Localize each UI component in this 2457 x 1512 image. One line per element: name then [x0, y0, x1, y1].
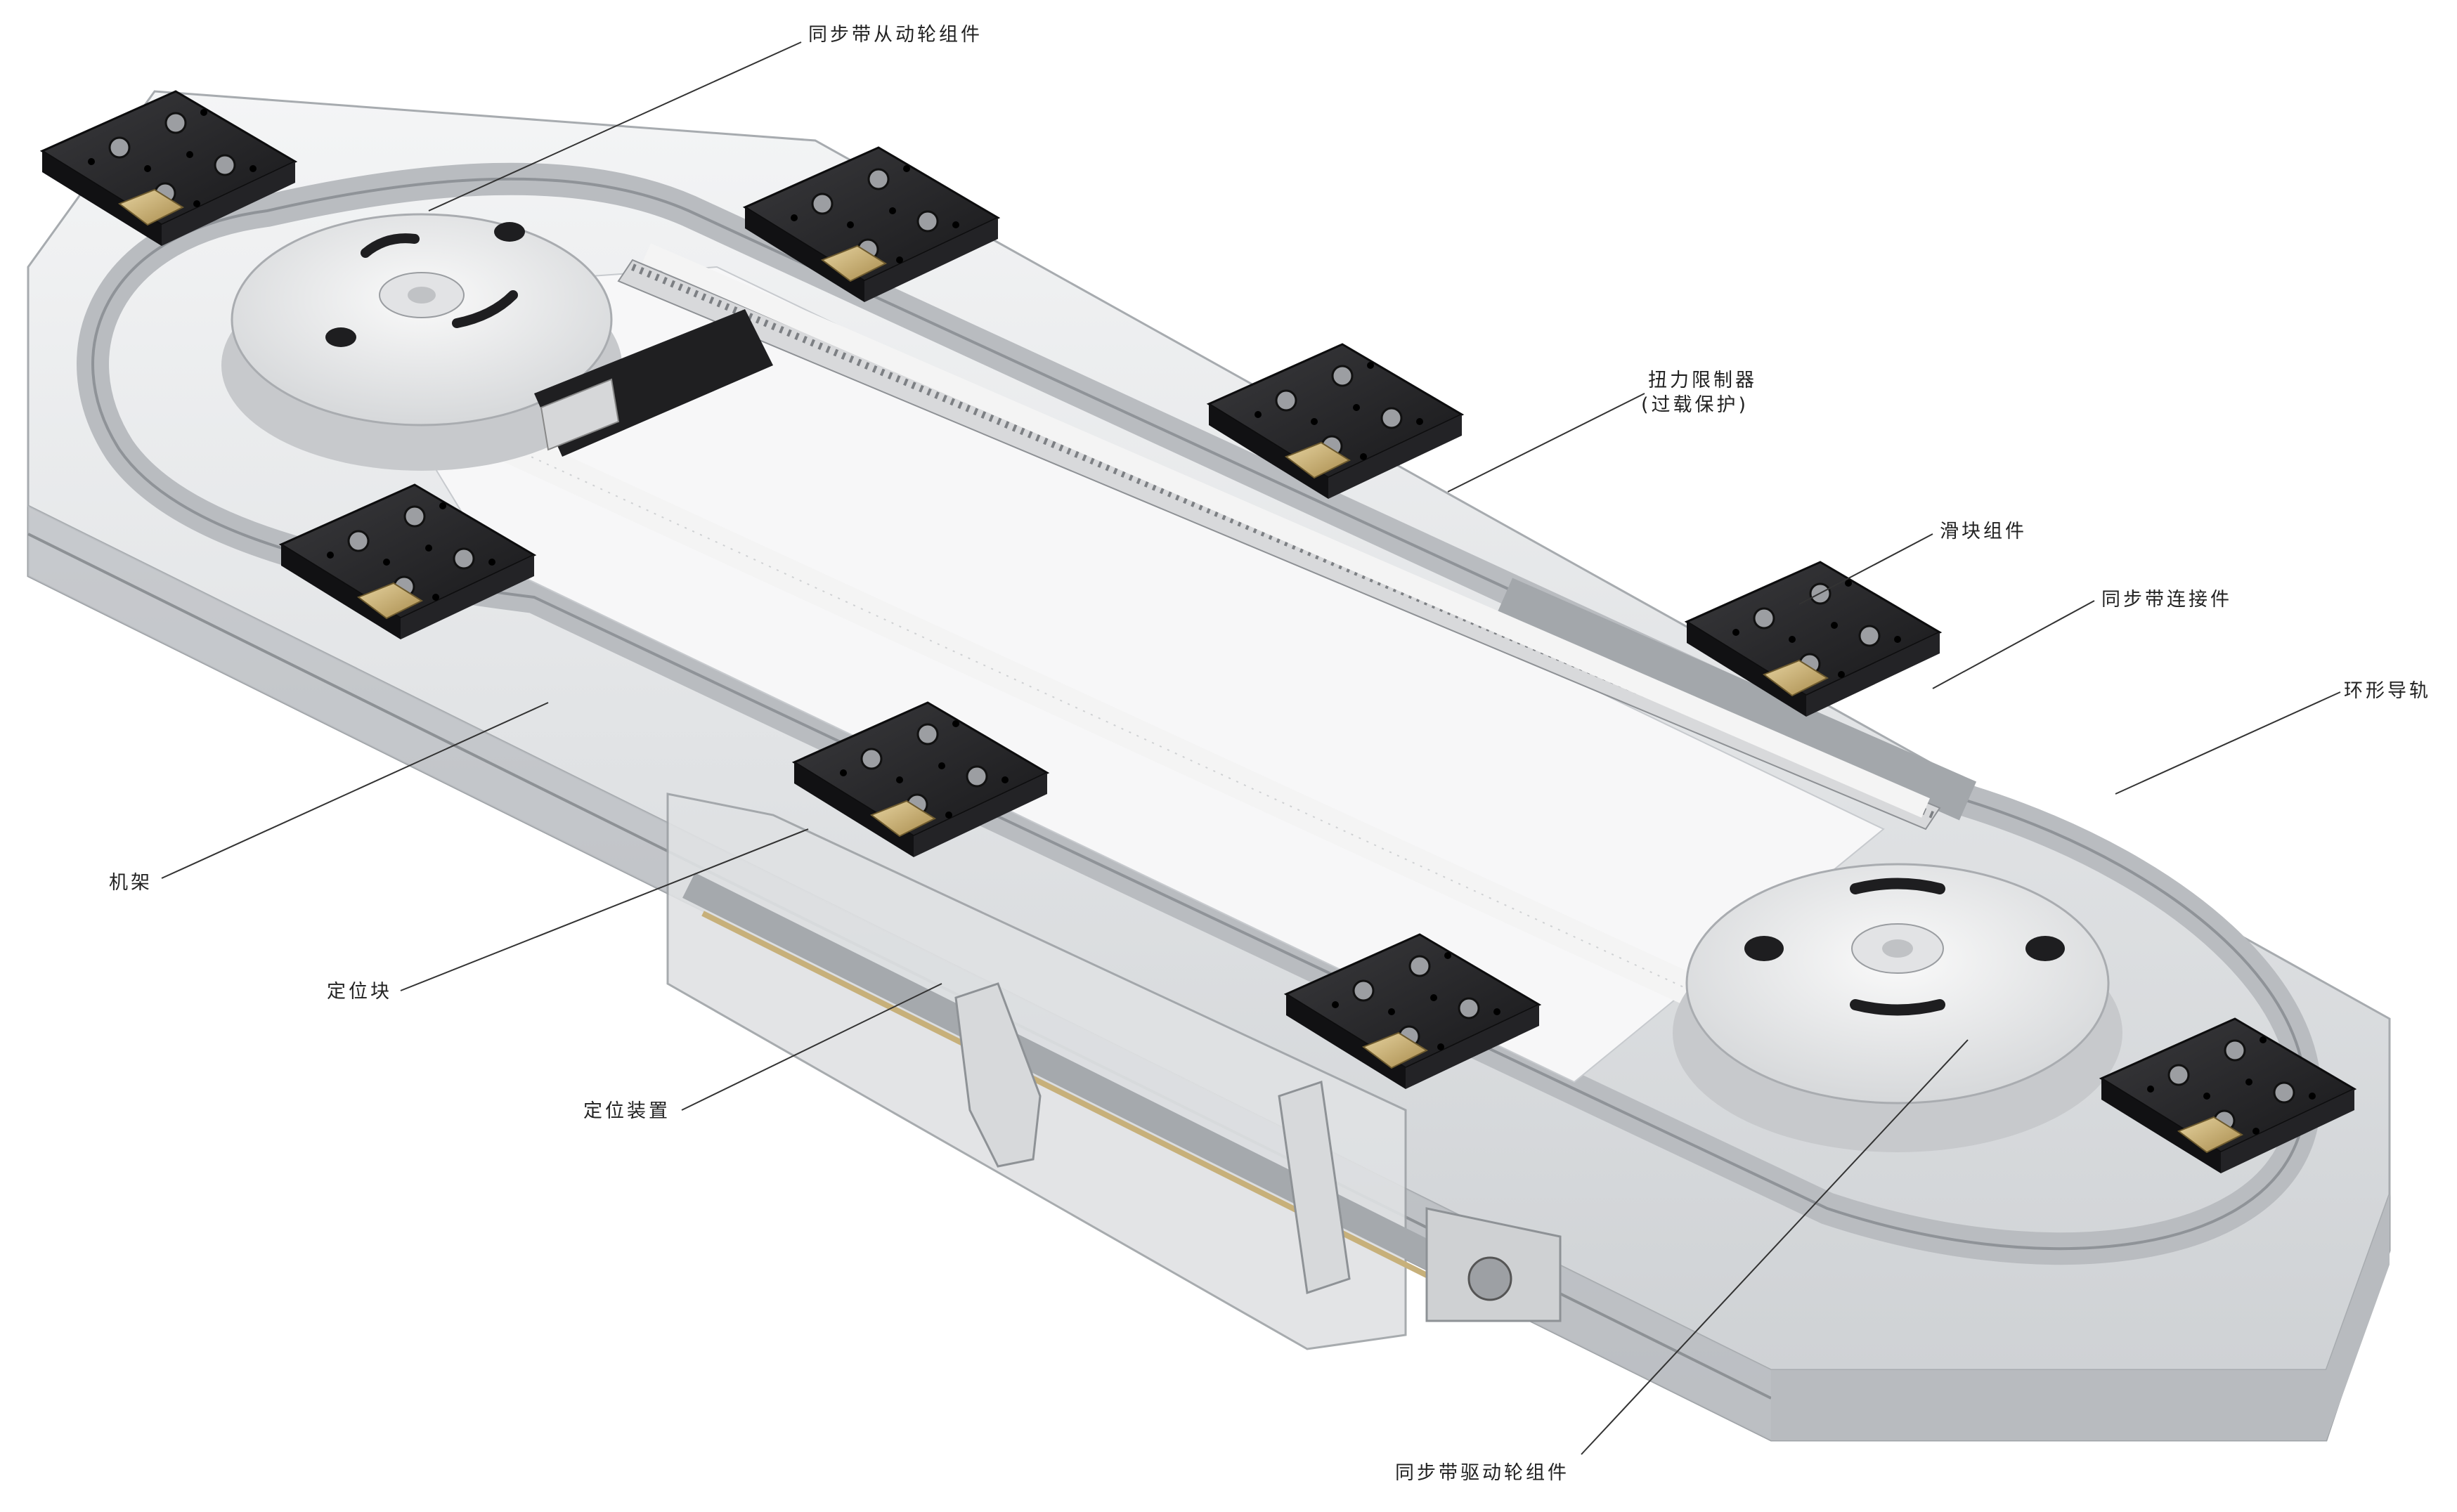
label-belt-connector: 同步带连接件: [2101, 589, 2232, 611]
timing-belt: [387, 243, 1930, 1019]
labels: 同步带从动轮组件 扭力限制器 (过载保护) 滑块组件 同步带连接件 环形导轨 机…: [109, 24, 2431, 1484]
leader-ring-guide: [2115, 691, 2341, 795]
leader-locating-device: [681, 983, 942, 1111]
driven-wheel: [221, 213, 622, 471]
leader-locating-block: [400, 828, 809, 991]
leader-frame: [161, 702, 549, 879]
leader-slider: [1798, 533, 1933, 605]
ring-guide-rail: [77, 162, 2322, 1265]
leader-torque-limiter: [1447, 393, 1645, 493]
label-drive-wheel: 同步带驱动轮组件: [1395, 1462, 1569, 1484]
label-torque-limiter-2: (过载保护): [1641, 394, 1749, 416]
leader-drive-wheel: [1581, 1039, 1969, 1455]
torque-limiter: [534, 309, 773, 457]
label-driven-wheel: 同步带从动轮组件: [808, 24, 983, 46]
label-slider: 滑块组件: [1940, 521, 2027, 542]
label-locating-block: 定位块: [327, 981, 392, 1003]
label-locating-device: 定位装置: [583, 1100, 670, 1122]
label-ring-guide: 环形导轨: [2344, 680, 2431, 702]
label-torque-limiter-1: 扭力限制器: [1648, 370, 1757, 391]
drive-wheel: [1673, 863, 2122, 1152]
leader-belt-connector: [1932, 600, 2095, 689]
leader-driven-wheel: [428, 41, 802, 211]
locating-device: [666, 793, 1562, 1350]
leader-lines: [161, 41, 2341, 1455]
label-frame: 机架: [109, 872, 153, 894]
